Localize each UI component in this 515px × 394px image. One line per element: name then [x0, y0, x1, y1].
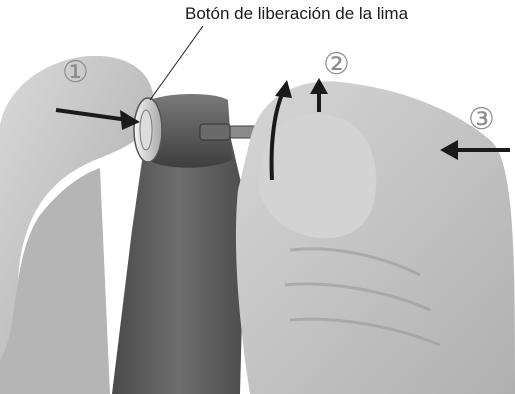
step-3-marker: ③ [468, 102, 495, 137]
handpiece [112, 94, 267, 394]
file-release-button-callout: Botón de liberación de la lima [185, 4, 409, 23]
arrow-step-2a [269, 80, 292, 181]
step-2-marker: ② [323, 47, 350, 82]
right-hand [235, 81, 515, 394]
left-finger [0, 55, 154, 394]
callout-leader [149, 25, 204, 101]
arrow-step-2b [310, 78, 328, 112]
step-1-marker: ① [62, 55, 89, 90]
arrow-step-1 [55, 108, 140, 130]
arrow-step-3 [440, 140, 510, 160]
